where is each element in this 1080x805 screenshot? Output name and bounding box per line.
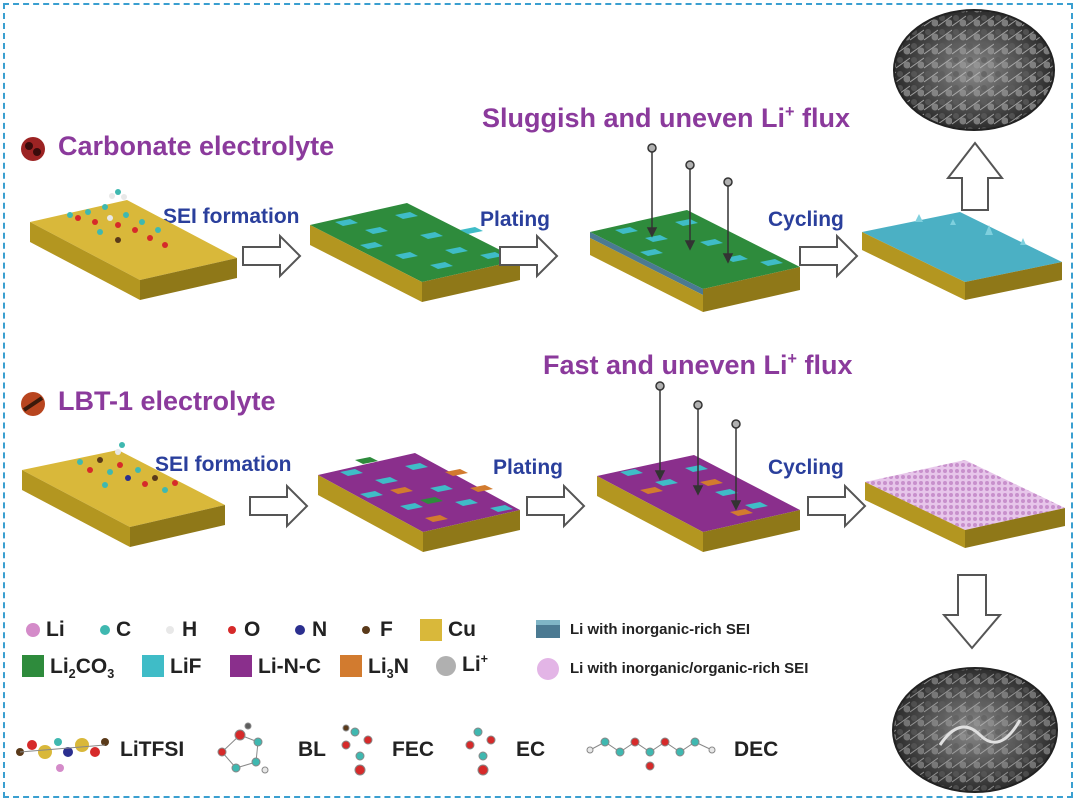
row1-step-plating: Plating xyxy=(480,208,551,231)
legend-li3n: Li3N xyxy=(368,655,409,682)
molecule-bl-icon xyxy=(217,722,269,774)
row2-arrow-1 xyxy=(249,483,309,529)
sem-image-bottom xyxy=(892,667,1058,793)
legend-li2co3: Li2CO3 xyxy=(50,655,115,682)
row1-li-flux-arrows xyxy=(646,143,734,264)
legend-atom-f: F xyxy=(380,618,393,641)
row1-arrow-up xyxy=(945,141,1005,211)
row1-slab-sei xyxy=(310,203,520,302)
row2-slab-bare-cu xyxy=(22,450,225,547)
row1-flux-label: Sluggish and uneven Li+ flux xyxy=(482,103,851,133)
legend-atom-h: H xyxy=(182,618,198,641)
molecule-litfsi-icon xyxy=(16,738,109,772)
legend-sei-inorganic: Li with inorganic-rich SEI xyxy=(570,621,751,638)
row2-slab-sei xyxy=(318,453,520,552)
legend-molecule-litfsi: LiTFSI xyxy=(120,738,185,761)
row2-arrow-3 xyxy=(807,483,867,529)
row2-li-flux-arrows xyxy=(654,381,742,511)
legend-molecule-dec: DEC xyxy=(734,738,779,761)
legend-li-ion: Li+ xyxy=(462,652,489,676)
legend-lif: LiF xyxy=(170,655,202,678)
row2-arrow-down xyxy=(941,574,1003,650)
molecule-fec-icon xyxy=(341,724,373,776)
row1-slab-cycled xyxy=(862,212,1062,300)
row1-arrow-1 xyxy=(242,233,302,279)
row2-step-cycling: Cycling xyxy=(768,456,844,479)
legend-sei-swatches xyxy=(536,620,560,680)
row1-step-sei-formation: SEI formation xyxy=(163,205,300,228)
dashed-frame xyxy=(3,3,1073,798)
legend-atom-o: O xyxy=(244,618,261,641)
row2-slab-cycled xyxy=(865,460,1065,548)
legend-atom-swatches xyxy=(26,619,442,641)
row1-title: Carbonate electrolyte xyxy=(58,131,335,161)
legend-cu: Cu xyxy=(448,618,476,641)
legend-species-swatches xyxy=(22,655,456,677)
legend-molecule-ec: EC xyxy=(516,738,546,761)
molecule-ec-icon xyxy=(465,727,496,776)
row1-slab-bare-cu xyxy=(30,200,237,300)
legend-molecule-fec: FEC xyxy=(392,738,434,761)
row1-molecules xyxy=(67,189,168,248)
row1-slab-plating xyxy=(590,210,800,312)
legend-li-n-c: Li-N-C xyxy=(258,655,321,678)
sem-image-top xyxy=(893,9,1055,131)
row2-step-plating: Plating xyxy=(493,456,564,479)
legend-atom-c: C xyxy=(116,618,132,641)
row2-title: LBT-1 electrolyte xyxy=(58,386,276,416)
carbonate-icon xyxy=(21,137,45,161)
legend-molecule-bl: BL xyxy=(298,738,326,761)
legend-atom-li: Li xyxy=(46,618,65,641)
molecule-dec-icon xyxy=(586,737,716,771)
row1-step-cycling: Cycling xyxy=(768,208,844,231)
legend-sei-mixed: Li with inorganic/organic-rich SEI xyxy=(570,660,809,677)
row2-flux-label: Fast and uneven Li+ flux xyxy=(543,350,853,380)
lbt1-icon xyxy=(21,392,45,416)
legend-atom-n: N xyxy=(312,618,328,641)
row1-arrow-2 xyxy=(499,233,559,279)
row2-molecules xyxy=(77,442,178,493)
row1-arrow-3 xyxy=(799,233,859,279)
row2-step-sei-formation: SEI formation xyxy=(155,453,292,476)
row2-arrow-2 xyxy=(526,483,586,529)
